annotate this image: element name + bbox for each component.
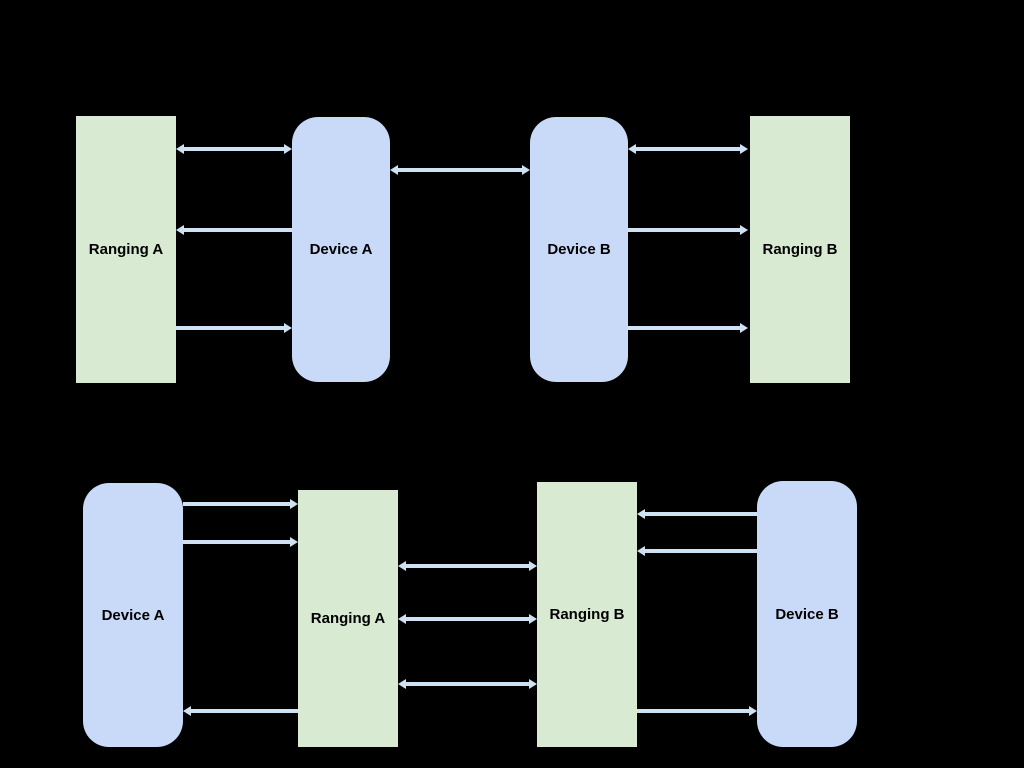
arrowhead-left-icon <box>176 144 184 154</box>
box-label-bottom-ranging-b: Ranging B <box>549 606 625 623</box>
arrow-bottom-device-b-to-ranging-b-2 <box>637 545 757 557</box>
box-label-top-ranging-a: Ranging A <box>88 241 164 258</box>
arrowhead-left-icon <box>637 546 645 556</box>
arrow-line <box>182 228 292 232</box>
arrowhead-left-icon <box>637 509 645 519</box>
arrow-top-ranging-a-device-a-both <box>176 143 292 155</box>
arrow-line <box>637 709 751 713</box>
arrow-top-ranging-a-to-device-a <box>176 322 292 334</box>
arrow-line <box>176 326 286 330</box>
arrowhead-right-icon <box>284 144 292 154</box>
arrow-line <box>628 326 742 330</box>
arrowhead-right-icon <box>284 323 292 333</box>
arrowhead-right-icon <box>529 614 537 624</box>
arrow-bottom-ranging-a-ranging-b-both-3 <box>398 678 537 690</box>
arrow-top-device-a-to-ranging-a <box>176 224 292 236</box>
box-label-top-device-b: Device B <box>547 241 611 258</box>
box-top-ranging-a: Ranging A <box>76 116 176 383</box>
arrowhead-right-icon <box>529 679 537 689</box>
arrow-bottom-ranging-a-ranging-b-both-1 <box>398 560 537 572</box>
arrowhead-right-icon <box>290 537 298 547</box>
arrowhead-right-icon <box>740 225 748 235</box>
arrow-line <box>189 709 298 713</box>
arrow-line <box>634 147 742 151</box>
arrowhead-left-icon <box>398 561 406 571</box>
arrowhead-right-icon <box>290 499 298 509</box>
arrow-bottom-device-b-to-ranging-b-1 <box>637 508 757 520</box>
arrowhead-right-icon <box>740 144 748 154</box>
box-bottom-ranging-a: Ranging A <box>298 490 398 747</box>
arrow-bottom-ranging-a-to-device-a <box>183 705 298 717</box>
arrow-bottom-ranging-b-to-device-b <box>637 705 757 717</box>
arrowhead-right-icon <box>522 165 530 175</box>
arrow-line <box>643 549 757 553</box>
arrowhead-left-icon <box>398 679 406 689</box>
arrow-top-device-b-ranging-b-both <box>628 143 748 155</box>
arrowhead-left-icon <box>176 225 184 235</box>
arrowhead-left-icon <box>628 144 636 154</box>
arrow-top-device-b-to-ranging-b-mid <box>628 224 748 236</box>
arrow-bottom-device-a-to-ranging-a-2 <box>183 536 298 548</box>
box-label-bottom-device-b: Device B <box>775 605 839 623</box>
arrow-line <box>396 168 524 172</box>
box-label-top-ranging-b: Ranging B <box>762 241 838 258</box>
arrow-top-device-a-device-b-both <box>390 164 530 176</box>
arrowhead-right-icon <box>749 706 757 716</box>
box-label-bottom-ranging-a: Ranging A <box>310 610 386 627</box>
arrow-line <box>404 617 531 621</box>
box-bottom-device-b: Device B <box>757 481 857 747</box>
box-top-device-a: Device A <box>292 117 390 382</box>
arrow-top-device-b-to-ranging-b-low <box>628 322 748 334</box>
box-top-device-b: Device B <box>530 117 628 382</box>
arrowhead-left-icon <box>390 165 398 175</box>
arrow-line <box>643 512 757 516</box>
arrow-line <box>404 682 531 686</box>
arrowhead-left-icon <box>398 614 406 624</box>
arrow-line <box>404 564 531 568</box>
arrowhead-left-icon <box>183 706 191 716</box>
arrowhead-right-icon <box>740 323 748 333</box>
arrow-line <box>182 147 286 151</box>
box-bottom-ranging-b: Ranging B <box>537 482 637 747</box>
box-label-top-device-a: Device A <box>309 241 373 258</box>
arrow-line <box>183 502 292 506</box>
box-top-ranging-b: Ranging B <box>750 116 850 383</box>
arrow-line <box>183 540 292 544</box>
arrowhead-right-icon <box>529 561 537 571</box>
box-bottom-device-a: Device A <box>83 483 183 747</box>
box-label-bottom-device-a: Device A <box>101 606 165 624</box>
arrow-line <box>628 228 742 232</box>
arrow-bottom-ranging-a-ranging-b-both-2 <box>398 613 537 625</box>
arrow-bottom-device-a-to-ranging-a-1 <box>183 498 298 510</box>
